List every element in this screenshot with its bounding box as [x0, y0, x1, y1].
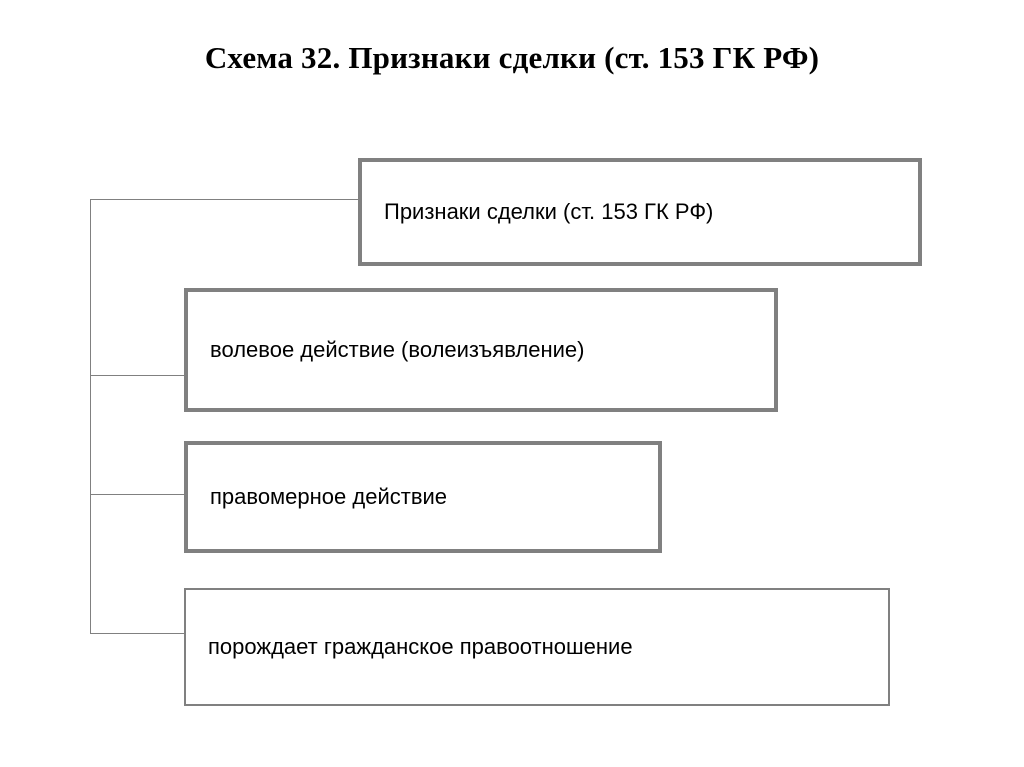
connector-to-branch-2 — [90, 494, 186, 495]
node-branch-3-label: порождает гражданское правоотношение — [208, 633, 633, 659]
node-root-label: Признаки сделки (ст. 153 ГК РФ) — [384, 198, 714, 224]
node-branch-1-label: волевое действие (волеизъявление) — [210, 336, 585, 362]
node-branch-1: волевое действие (волеизъявление) — [184, 288, 778, 412]
page-title: Схема 32. Признаки сделки (ст. 153 ГК РФ… — [204, 40, 820, 75]
node-branch-2: правомерное действие — [184, 441, 662, 553]
node-branch-3: порождает гражданское правоотношение — [184, 588, 890, 706]
node-root: Признаки сделки (ст. 153 ГК РФ) — [358, 158, 922, 266]
node-branch-2-label: правомерное действие — [210, 483, 448, 509]
connector-to-root — [90, 199, 362, 200]
connector-to-branch-1 — [90, 375, 186, 376]
connector-to-branch-3 — [90, 633, 186, 634]
connector-vertical-spine — [90, 199, 91, 633]
